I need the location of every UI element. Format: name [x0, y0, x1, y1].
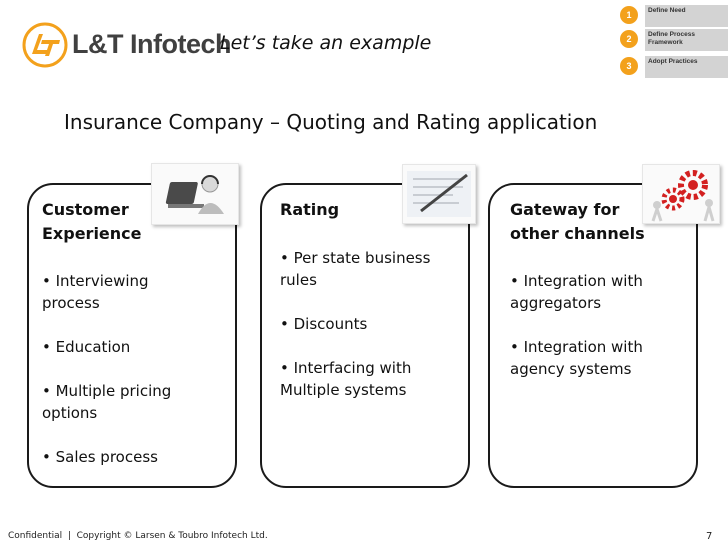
step-label: Adopt Practices [645, 56, 728, 78]
card-heading: Customer Experience [42, 198, 142, 246]
list-item: • Multiple pricing options [42, 382, 172, 422]
page-number: 7 [706, 531, 713, 542]
step-label: Define Need [645, 5, 728, 27]
document-pen-photo [402, 164, 476, 224]
card-gateway [488, 183, 698, 488]
list-item: • Sales process [42, 448, 158, 466]
card-body: • Integration with aggregators • Integra… [510, 270, 680, 380]
card-heading-line: other channels [510, 224, 645, 243]
list-item: • Discounts [280, 315, 368, 333]
card-customer-experience [27, 183, 237, 488]
slide-subtitle: Insurance Company – Quoting and Rating a… [64, 110, 598, 134]
card-body: • Per state business rules • Discounts •… [280, 247, 445, 401]
card-heading-line: Rating [280, 200, 340, 219]
card-heading-line: Customer [42, 200, 129, 219]
step-1: 1 Define Need [620, 5, 728, 27]
list-item: • Integration with agency systems [510, 338, 643, 378]
footer-copyright: Confidential | Copyright © Larsen & Toub… [8, 531, 268, 541]
list-item: • Interfacing with Multiple systems [280, 359, 412, 399]
gears-teamwork-photo [642, 164, 720, 224]
slide-title: Let’s take an example [220, 32, 432, 54]
lt-emblem-icon [22, 22, 68, 68]
list-item: • Interviewing process [42, 272, 149, 312]
card-heading: Gateway for other channels [510, 198, 645, 246]
support-agent-photo [151, 163, 239, 225]
pen-document-icon [407, 171, 471, 217]
list-item: • Education [42, 338, 131, 356]
step-3: 3 Adopt Practices [620, 56, 728, 78]
logo-text: L&T Infotech [72, 29, 231, 59]
company-logo: L&T Infotech [22, 20, 231, 70]
gears-icon [651, 170, 715, 222]
step-number: 2 [620, 30, 638, 48]
step-number: 1 [620, 6, 638, 24]
list-item: • Per state business rules [280, 249, 431, 289]
step-number: 3 [620, 57, 638, 75]
card-body: • Interviewing process • Education • Mul… [42, 270, 202, 468]
card-heading: Rating [280, 198, 339, 222]
card-rating [260, 183, 470, 488]
list-item: • Integration with aggregators [510, 272, 643, 312]
step-2: 2 Define Process Framework [620, 29, 728, 51]
card-heading-line: Gateway for [510, 200, 620, 219]
step-label: Define Process Framework [645, 29, 728, 51]
card-heading-line: Experience [42, 224, 142, 243]
headset-agent-icon [165, 175, 224, 214]
